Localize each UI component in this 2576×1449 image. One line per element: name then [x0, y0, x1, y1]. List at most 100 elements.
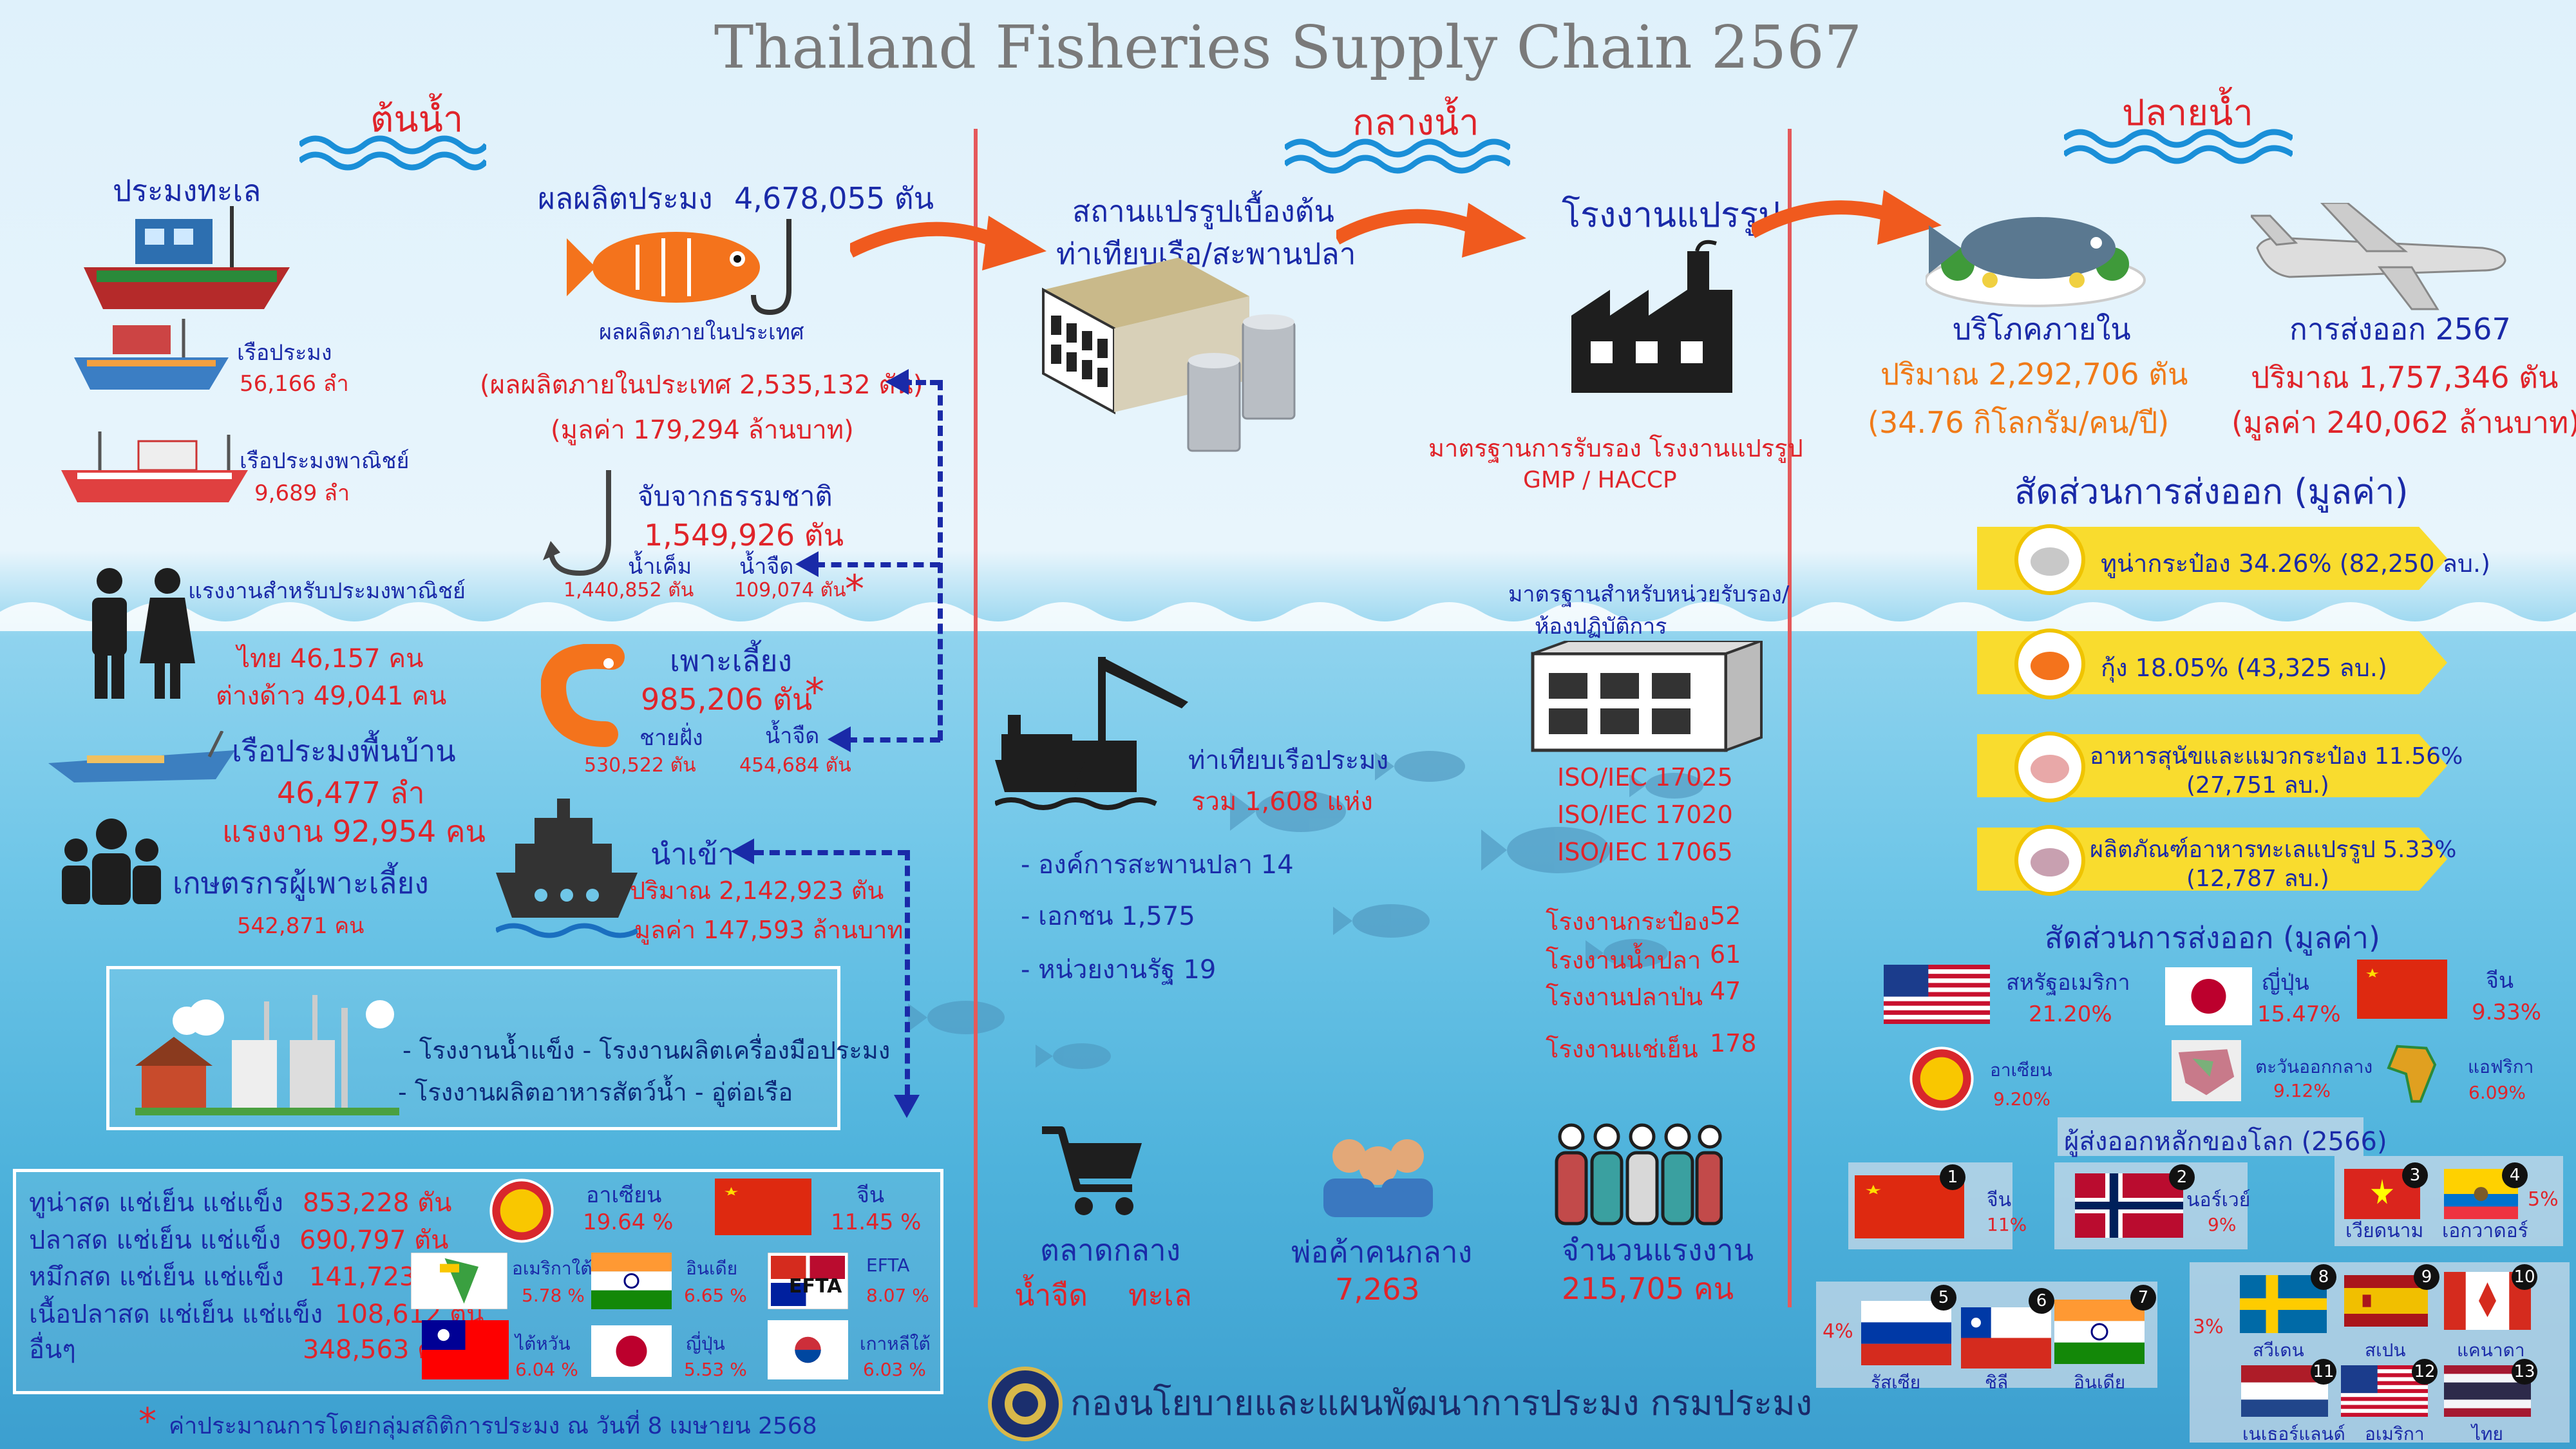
airplane-icon [2251, 203, 2506, 310]
flag-usa-icon [1884, 965, 1990, 1027]
fish-silhouettes-2 [908, 1001, 1111, 1069]
plant-label: โรงงานน้ำปลา [1546, 946, 1701, 974]
import-source-pct: 6.03 % [863, 1359, 926, 1380]
flow-arrow-icon [850, 216, 1046, 270]
workers-label: จำนวนแรงงาน [1562, 1233, 1754, 1267]
fish-silhouettes [1230, 751, 1703, 967]
world-exporter-name: เนเธอร์แลนด์ [2242, 1423, 2345, 1444]
domestic-production-worth: (มูลค่า 179,294 ล้านบาท) [551, 415, 854, 445]
domestic-per-capita: (34.76 กิโลกรัม/คน/ปี) [1868, 405, 2170, 440]
plant-count: 178 [1710, 1029, 1757, 1057]
fishing-boats-value: 56,166 ลำ [240, 371, 349, 397]
export-label: การส่งออก 2567 [2289, 312, 2511, 346]
world-exporter-name: เวียดนาม [2345, 1220, 2424, 1242]
flag-asean-icon [1909, 1046, 1974, 1113]
export-market-name: สหรัฐอเมริกา [2006, 970, 2130, 996]
import-source-name: ญี่ปุ่น [686, 1333, 725, 1354]
farmers-value: 542,871 คน [237, 913, 365, 939]
market-sea: ทะเล [1128, 1278, 1192, 1312]
rank-badge: 11 [2311, 1359, 2336, 1385]
footnote-star: * [138, 1401, 156, 1443]
production-value: 4,678,055 ตัน [734, 181, 934, 216]
port-crane-icon [995, 657, 1188, 810]
rank-badge: 13 [2512, 1359, 2537, 1385]
flag-chile-icon [1961, 1307, 2051, 1371]
farmers-group-icon [62, 819, 161, 905]
efta-flag-text: EFTA [789, 1275, 842, 1298]
group-pct: 5% [2528, 1188, 2559, 1211]
rank-badge: 4 [2502, 1162, 2528, 1188]
middlemen-value: 7,263 [1335, 1272, 1420, 1307]
cargo-ship-icon [496, 799, 638, 938]
middlemen-label: พ่อค้าคนกลาง [1291, 1235, 1473, 1269]
labor-thai: ไทย 46,157 คน [237, 644, 424, 674]
group-pct: 4% [1823, 1320, 1853, 1343]
world-heading-box [2058, 1117, 2363, 1156]
aqua-coastal-value: 530,522 ตัน [584, 754, 696, 777]
arrowhead-icon [828, 726, 851, 752]
port-item: - หน่วยงานรัฐ 19 [1021, 955, 1217, 985]
export-product-value: (12,787 ลบ.) [2186, 866, 2329, 892]
agency-name: กองนโยบายและแผนพัฒนาการประมง กรมประมง [1070, 1383, 1813, 1423]
footnote: ค่าประมาณการโดยกลุ่มสถิติการประมง ณ วันท… [169, 1413, 817, 1439]
support-industries-panel [106, 966, 840, 1130]
flag-usa-icon [2341, 1365, 2428, 1419]
estimate-star: * [845, 567, 864, 612]
dashed-connector [902, 380, 940, 385]
shrimp-icon [541, 644, 625, 747]
capture-value: 1,549,926 ตัน [644, 518, 844, 553]
flag-japan-icon [591, 1325, 672, 1379]
cert-label: มาตรฐานการรับรอง โรงงานแปรรูป [1428, 434, 1803, 462]
flag-china-icon [2357, 960, 2447, 1021]
laboratory-icon [1531, 641, 1763, 752]
plant-label: โรงงานแช่เย็น [1546, 1035, 1698, 1063]
domestic-production-value: (ผลผลิตภายในประเทศ 2,535,132 ตัน) [480, 370, 923, 400]
import-source-name: ไต้หวัน [515, 1333, 571, 1354]
aquaculture-value: 985,206 ตัน [641, 682, 813, 717]
production-label: ผลผลิตประมง [538, 181, 713, 216]
world-exporter-name: สวีเดน [2253, 1340, 2304, 1361]
world-exporter-name: รัสเซีย [1871, 1372, 1921, 1393]
world-exporter-name: อเมริกา [2365, 1423, 2425, 1444]
support-line-2: - โรงงานผลิตอาหารสัตว์น้ำ - อู่ต่อเรือ [398, 1078, 793, 1106]
arrowhead-icon [731, 838, 754, 864]
flag-china-icon [715, 1179, 811, 1238]
port-item: - องค์การสะพานปลา 14 [1021, 850, 1294, 880]
flag-india-icon [2054, 1300, 2145, 1367]
arrowhead-icon [886, 369, 909, 395]
export-volume: ปริมาณ 1,757,346 ตัน [2251, 360, 2559, 395]
import-source-name: อเมริกาใต้ [512, 1258, 592, 1279]
export-market-name: จีน [2486, 968, 2514, 994]
local-labor: แรงงาน 92,954 คน [222, 814, 486, 849]
world-exporter-name: แคนาดา [2457, 1340, 2525, 1361]
export-market-pct: 6.09% [2468, 1082, 2526, 1103]
lab-label-line-1: มาตรฐานสำหรับหน่วยรับรอง/ [1508, 582, 1790, 607]
farmers-label: เกษตรกรผู้เพาะเลี้ยง [173, 866, 429, 900]
world-exporter-name: ไทย [2472, 1423, 2503, 1444]
wave-icon [299, 135, 486, 171]
import-source-pct: 5.53 % [684, 1359, 747, 1380]
fishing-boat-icon [84, 206, 290, 309]
export-market-pct: 9.33% [2472, 999, 2542, 1025]
arrowhead-icon [795, 551, 819, 577]
import-volume: ปริมาณ 2,142,923 ตัน [630, 876, 884, 905]
primary-processing-line-1: สถานแปรรูปเบื้องต้น [1072, 194, 1334, 229]
page-title: Thailand Fisheries Supply Chain 2567 [714, 13, 1862, 82]
import-source-pct: 5.78 % [522, 1285, 585, 1306]
section-midstream: กลางน้ำ [1352, 102, 1479, 144]
import-value: มูลค่า 147,593 ล้านบาท [634, 916, 904, 944]
capture-marine-label: น้ำเค็ม [628, 554, 692, 580]
import-source-name: จีน [857, 1182, 885, 1208]
plant-label: โรงงานปลาป่น [1546, 983, 1703, 1011]
flag-russia-icon [1861, 1301, 1951, 1368]
world-exporter-name: จีน [1987, 1189, 2012, 1211]
arrowhead-down-icon [894, 1095, 920, 1118]
processing-plant-icon [1042, 258, 1296, 452]
capture-marine-value: 1,440,852 ตัน [564, 579, 694, 601]
import-item-value: 853,228 ตัน [303, 1188, 452, 1218]
flag-asean-icon [489, 1179, 554, 1245]
plant-count: 47 [1710, 977, 1741, 1005]
flag-norway-icon [2075, 1173, 2183, 1240]
import-source-name: EFTA [866, 1255, 910, 1276]
domestic-production-label: ผลผลิตภายในประเทศ [599, 319, 804, 345]
